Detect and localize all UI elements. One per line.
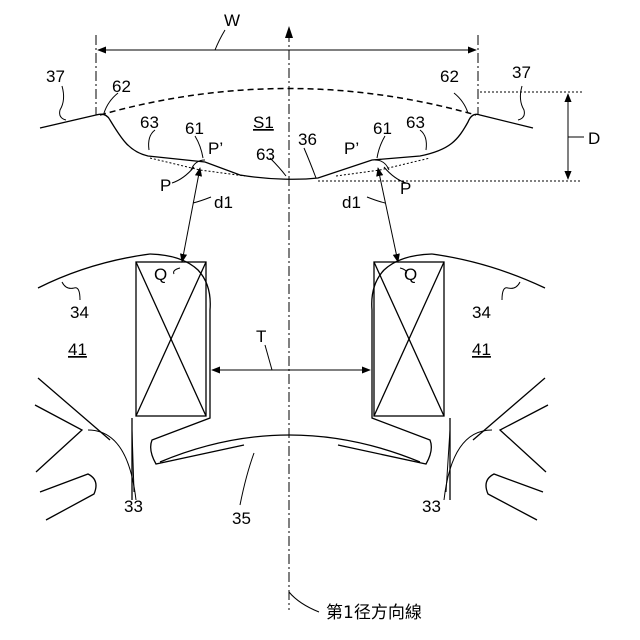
leader-q-left bbox=[174, 268, 180, 274]
label-s1: S1 bbox=[253, 113, 274, 132]
label-63-right: 63 bbox=[406, 113, 425, 132]
leader-34-left bbox=[62, 282, 80, 300]
left-outer-tooth-c bbox=[40, 474, 96, 520]
leader-61-left bbox=[195, 136, 203, 158]
d1-leader-left bbox=[193, 197, 211, 203]
d1-leader-right bbox=[367, 197, 385, 203]
stator-arc-left bbox=[38, 254, 150, 288]
left-outer-tooth-b bbox=[35, 405, 82, 472]
d1-arrow-left bbox=[182, 168, 200, 262]
right-outer-tooth-b bbox=[500, 405, 548, 472]
label-p-prime-left: P’ bbox=[208, 139, 223, 158]
label-t: T bbox=[256, 327, 266, 346]
leader-33-right-a bbox=[444, 430, 492, 500]
label-33-right: 33 bbox=[422, 497, 441, 516]
label-35: 35 bbox=[232, 509, 251, 528]
label-36: 36 bbox=[298, 130, 317, 149]
label-33-left: 33 bbox=[124, 497, 143, 516]
label-62-right: 62 bbox=[440, 67, 459, 86]
label-p-left: P bbox=[160, 176, 171, 195]
rotor-outer-surface bbox=[40, 114, 533, 179]
label-d1-left: d1 bbox=[214, 193, 233, 212]
t-leader bbox=[265, 345, 272, 370]
label-34-right: 34 bbox=[472, 303, 491, 322]
radial-line-arrowhead bbox=[285, 26, 293, 38]
label-p-right: P bbox=[400, 179, 411, 198]
leader-36 bbox=[304, 148, 316, 178]
leader-62-left bbox=[104, 93, 118, 113]
virtual-arc-s1-boundary bbox=[100, 89, 476, 116]
stator-inner-arc-35 bbox=[160, 435, 420, 462]
leader-p-left bbox=[172, 167, 194, 183]
label-63-center: 63 bbox=[256, 145, 275, 164]
label-37-right: 37 bbox=[512, 63, 531, 82]
leader-35 bbox=[240, 453, 254, 505]
label-41-left: 41 bbox=[68, 340, 87, 359]
left-outer-tooth-a bbox=[38, 378, 110, 440]
leader-63-left bbox=[149, 130, 155, 150]
label-q-right: Q bbox=[404, 265, 417, 284]
left-tooth-outline bbox=[150, 254, 244, 464]
leader-63-right bbox=[420, 130, 426, 150]
label-w: W bbox=[224, 11, 240, 30]
leader-37-left bbox=[60, 86, 66, 120]
label-37-left: 37 bbox=[46, 67, 65, 86]
label-q-left: Q bbox=[154, 265, 167, 284]
label-62-left: 62 bbox=[112, 77, 131, 96]
leader-34-right bbox=[502, 282, 520, 300]
label-34-left: 34 bbox=[70, 303, 89, 322]
label-d: D bbox=[588, 129, 600, 148]
d1-arrow-right bbox=[378, 168, 398, 262]
leader-radial-line bbox=[289, 592, 319, 612]
w-leader bbox=[215, 30, 225, 50]
label-first-radial-line: 第1径方向線 bbox=[326, 603, 422, 623]
label-p-prime-right: P’ bbox=[344, 139, 359, 158]
label-41-right: 41 bbox=[472, 340, 491, 359]
label-61-left: 61 bbox=[185, 119, 204, 138]
label-63-left: 63 bbox=[140, 113, 159, 132]
leader-61-right bbox=[377, 136, 385, 158]
label-61-right: 61 bbox=[373, 119, 392, 138]
leader-37-right bbox=[518, 86, 524, 120]
label-d1-right: d1 bbox=[342, 193, 361, 212]
p-prime-curl-right bbox=[375, 160, 389, 170]
right-outer-tooth-c bbox=[486, 474, 543, 520]
stator-arc-right bbox=[432, 254, 545, 288]
